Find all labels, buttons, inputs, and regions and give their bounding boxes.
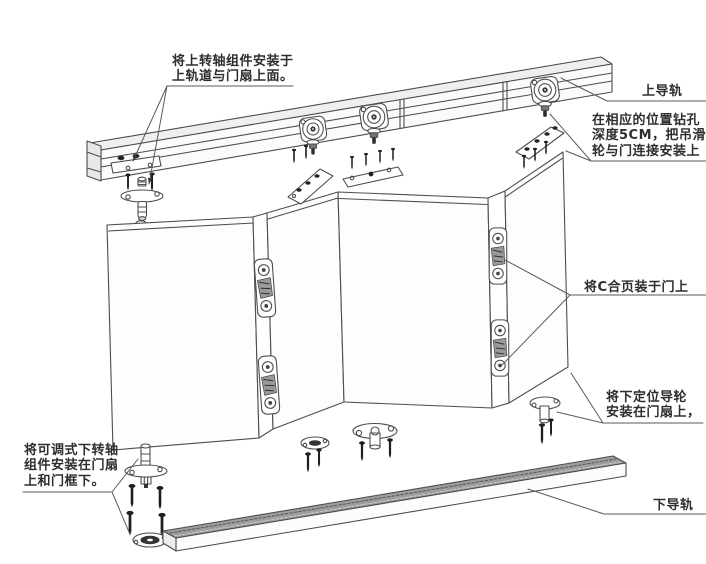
note-line: 在相应的位置钻孔 xyxy=(592,113,701,128)
leader-lines xyxy=(22,77,706,533)
note-upper-pivot-install: 将上转轴组件安装于 上轨道与门扇上面。 xyxy=(172,54,294,85)
note-line: 将下定位导轮 xyxy=(606,390,688,405)
hanger-roller-left xyxy=(298,114,328,156)
note-lower-pivot-install: 将可调式下转轴 组件安装在门扇 上和门框下。 xyxy=(24,443,119,489)
note-line: 深度5CM，把吊滑 xyxy=(592,128,706,144)
note-lower-guide-install: 将下定位导轮 安装在门扇上， xyxy=(606,390,701,421)
note-drill-depth: 在相应的位置钻孔 深度5CM，把吊滑 轮与门连接安装上 xyxy=(592,113,706,159)
label-upper-rail: 上导轨 xyxy=(642,84,683,99)
lower-pivot-assembly xyxy=(124,443,168,548)
note-line: 组件安装在门扇 xyxy=(24,458,119,474)
hanger-roller-middle xyxy=(358,102,390,145)
hanger-roller-right xyxy=(529,75,561,118)
note-line: 上轨道与门扇上面。 xyxy=(172,69,294,85)
note-line: 将上转轴组件安装于 xyxy=(172,54,294,69)
note-line: 上和门框下。 xyxy=(24,473,106,489)
lower-rail-drawing xyxy=(162,455,627,552)
upper-rail-drawing xyxy=(86,56,613,182)
bottom-guides xyxy=(300,396,561,473)
top-mounting-plates xyxy=(287,126,565,205)
label-hinge-install: 将C合页装于门上 xyxy=(584,280,689,295)
note-line: 下导轨 xyxy=(653,498,694,513)
note-line: 将可调式下转轴 xyxy=(24,443,119,458)
label-lower-rail: 下导轨 xyxy=(653,498,694,513)
note-line: 上导轨 xyxy=(642,84,683,99)
note-line: 安装在门扇上， xyxy=(606,405,701,421)
upper-pivot-assembly xyxy=(110,153,164,226)
note-line: 轮与门连接安装上 xyxy=(592,143,701,159)
door-panels xyxy=(106,151,569,451)
note-line: 将C合页装于门上 xyxy=(584,280,689,295)
